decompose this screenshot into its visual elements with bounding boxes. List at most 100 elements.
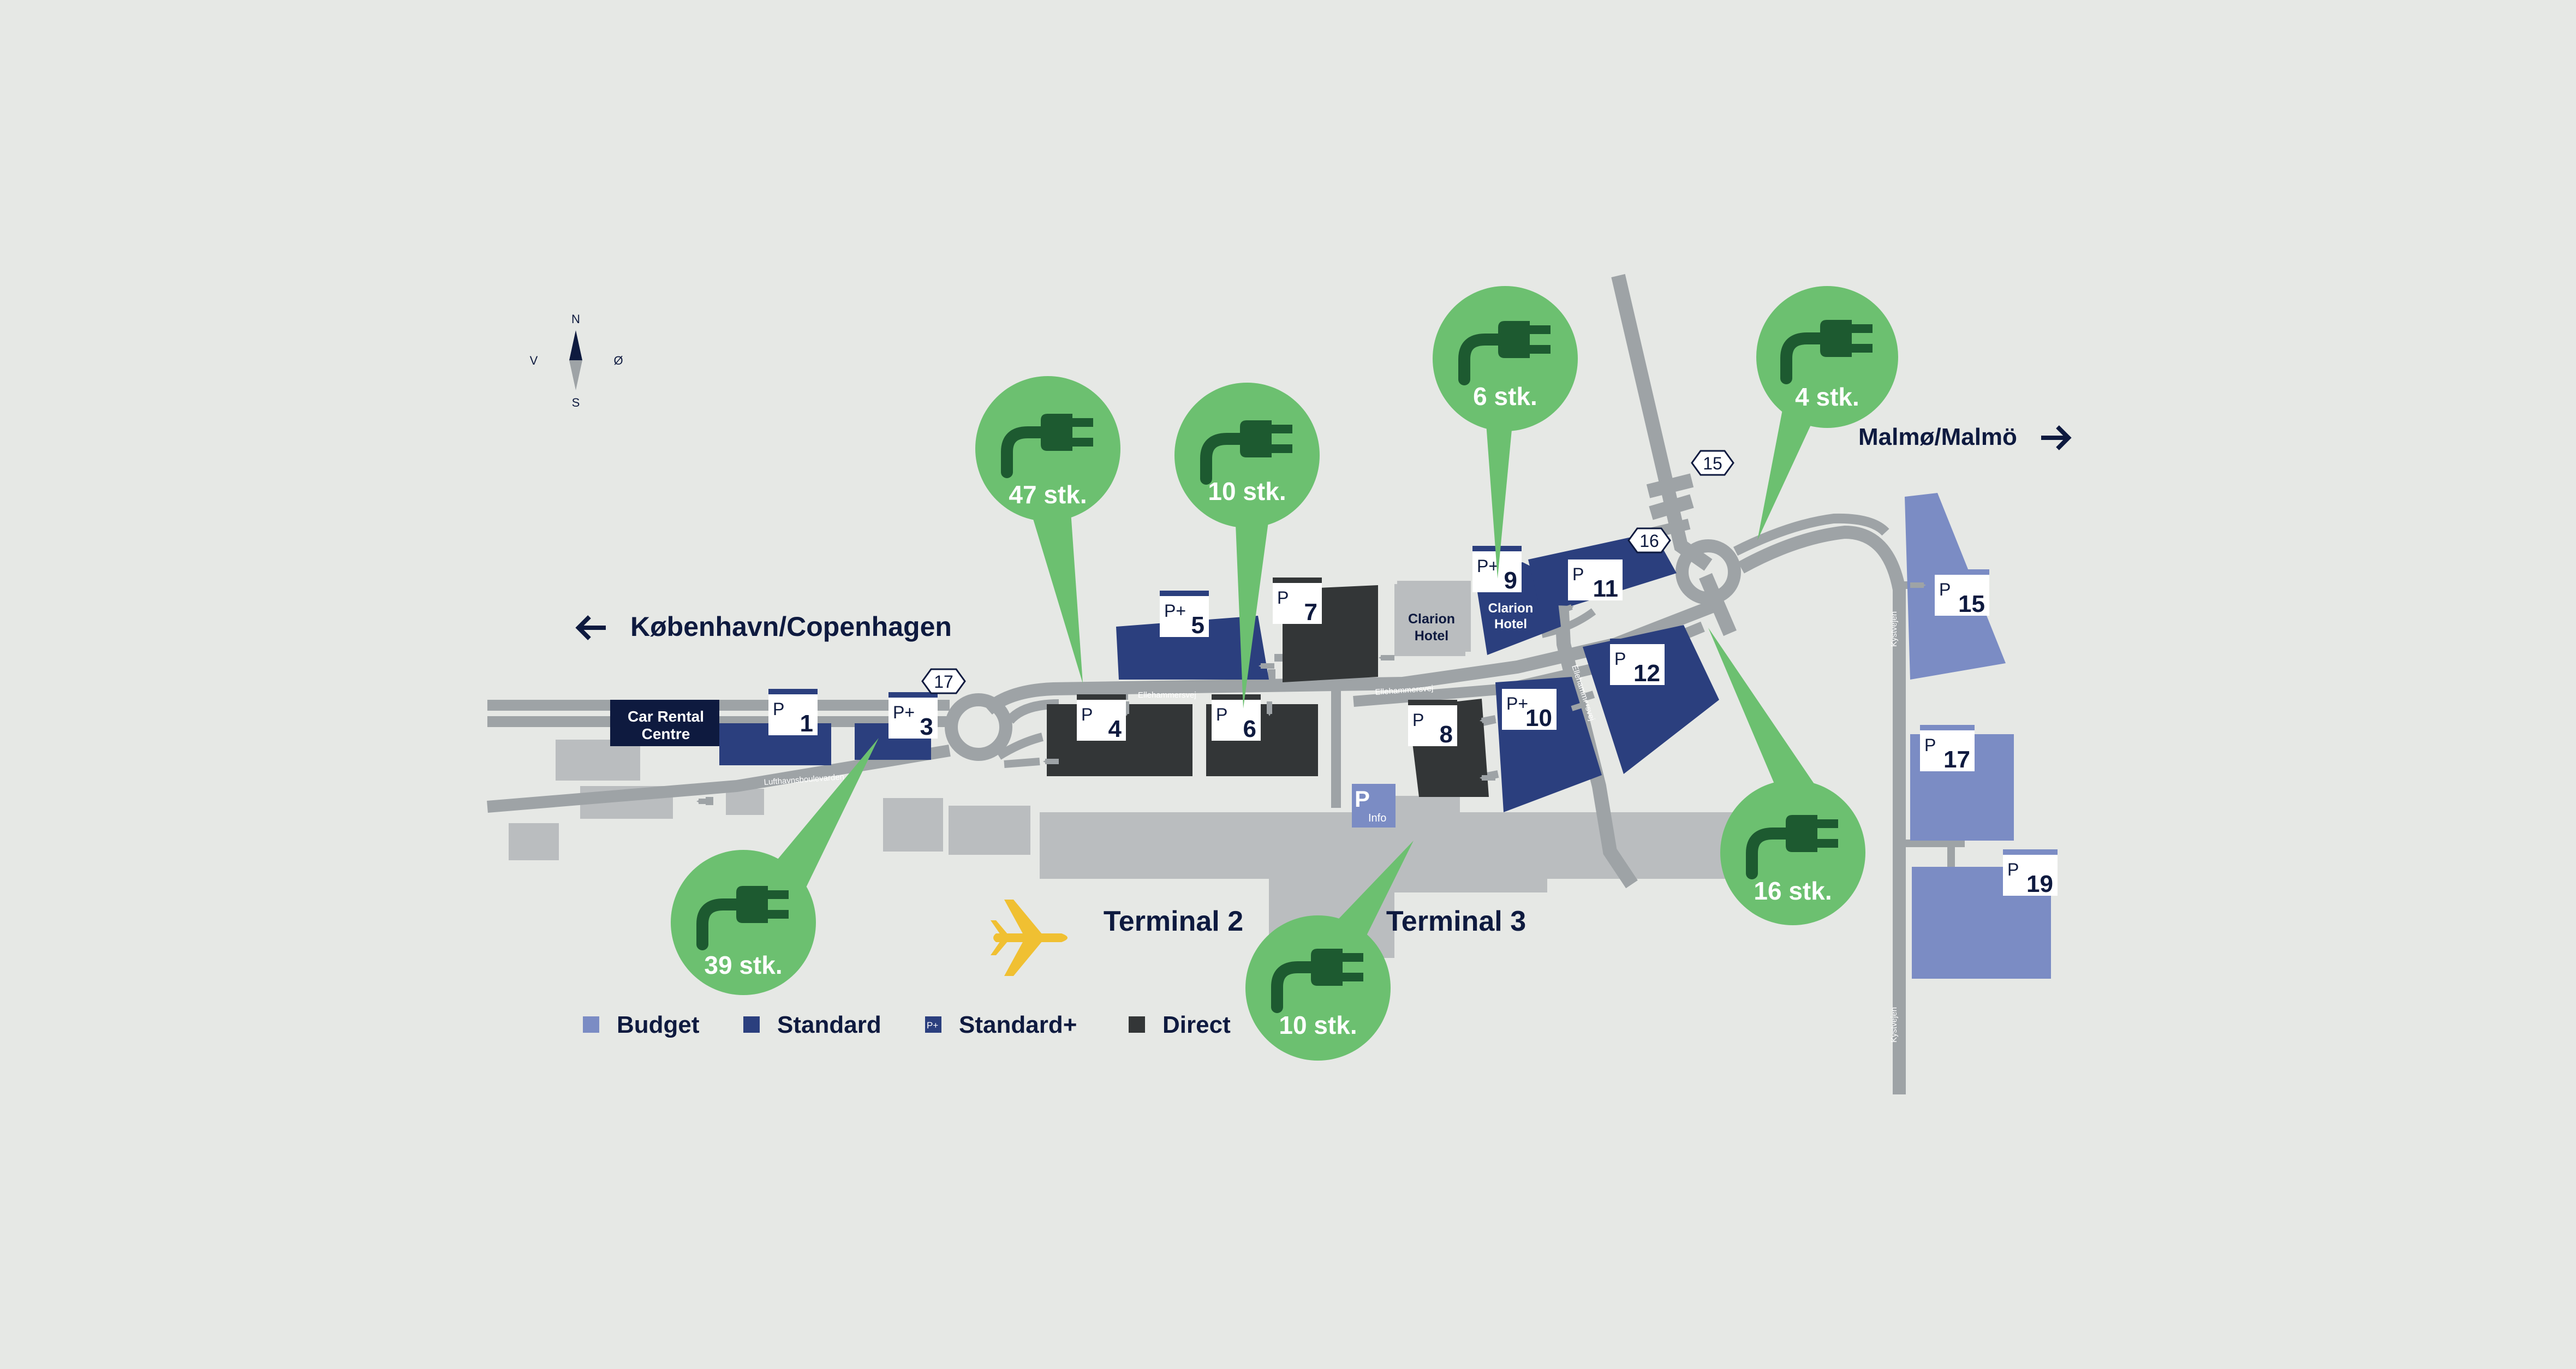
parking-sign-11[interactable]: P11 [1568,554,1623,602]
charger-p6[interactable]: 10 stk. [1174,383,1320,709]
roundabout-15 [1675,539,1741,605]
direction-copenhagen: København/Copenhagen [575,611,952,642]
route-shield-15: 15 [1691,450,1734,476]
parking-sign-number: 4 [1108,716,1122,742]
parking-sign-number: 17 [1943,746,1970,773]
legend-label: Direct [1162,1011,1231,1038]
legend-swatch-mark: P+ [927,1020,938,1031]
street-kystvejen-b: Kystvejen [1889,1007,1899,1043]
parking-sign-letter: P+ [1506,694,1528,713]
parking-sign-5[interactable]: P+5 [1160,591,1209,639]
parking-sign-number: 15 [1958,591,1985,617]
street-ellehammersvej-a: Ellehammersvej [1138,691,1196,700]
parking-sign-letter: P [1081,705,1093,724]
legend-item-standard: Standard [743,1011,881,1038]
route-shield-17: 17 [921,668,966,694]
parking-sign-number: 7 [1304,599,1317,626]
legend-swatch [743,1016,760,1033]
compass-e: Ø [613,354,623,367]
clarion-left-line2: Hotel [1415,628,1449,644]
charger-count: 10 stk. [1279,1011,1357,1039]
parking-sign-12[interactable]: P 12 [1610,639,1665,687]
legend-label: Standard+ [959,1011,1077,1038]
parking-sign-letter: P+ [1164,601,1186,621]
legend-item-direct: Direct [1129,1011,1231,1038]
parking-sign-letter: P [1572,564,1584,584]
charger-count: 16 stk. [1754,877,1832,905]
parking-sign-7[interactable]: P7 [1273,578,1322,626]
parking-sign-15[interactable]: P 15 [1935,569,1989,617]
parking-sign-number: 8 [1440,721,1453,748]
compass-n: N [571,312,580,326]
direction-malmo: Malmø/Malmö [1858,424,2072,450]
parking-sign-letter: P+ [893,703,915,722]
charger-p12[interactable]: 16 stk. [1708,628,1865,925]
car-rental-centre [610,700,719,746]
parking-sign-number: 6 [1243,716,1256,742]
parking-sign-letter: P [1939,580,1951,599]
charger-p3[interactable]: 39 stk. [671,738,879,995]
parking-info-label: Info [1368,812,1386,824]
parking-sign-19[interactable]: P19 [2003,849,2058,897]
charger-count: 47 stk. [1009,480,1087,509]
legend-item-standard-plus: P+ Standard+ [925,1011,1077,1038]
parking-sign-letter: P [1277,588,1289,608]
parking-sign-6[interactable]: P6 [1212,694,1261,742]
charger-count: 10 stk. [1208,477,1286,505]
legend-label: Standard [777,1011,881,1038]
legend-swatch [1129,1016,1145,1033]
compass: N S V Ø [530,312,623,409]
parking-sign-letter: P [1924,735,1936,755]
parking-sign-letter: P [1614,649,1626,669]
svg-text:15: 15 [1703,454,1722,473]
parking-sign-1[interactable]: P1 [768,689,818,737]
legend-label: Budget [617,1011,700,1038]
compass-s: S [572,396,580,409]
parking-sign-10[interactable]: P+10 [1502,683,1557,731]
terminal-2-label: Terminal 2 [1104,906,1243,937]
charger-count: 4 stk. [1795,383,1859,411]
parking-sign-number: 3 [920,713,933,740]
parking-sign-number: 19 [2026,871,2053,897]
parking-info[interactable]: P Info [1352,784,1396,828]
charger-p4[interactable]: 47 stk. [975,376,1120,683]
road-arrows [696,582,1926,804]
street-kystvejen-a: Kystvejen [1889,611,1899,647]
terminal-3-label: Terminal 3 [1386,906,1526,937]
parking-sign-3[interactable]: P+ 3 [889,692,938,740]
svg-text:17: 17 [934,672,953,692]
chargers: 47 stk. 10 stk. 6 stk. 4 stk. 3 9 [671,286,1898,1061]
charger-p9[interactable]: 6 stk. [1433,286,1578,579]
legend-item-budget: Budget [583,1011,700,1038]
parking-5 [1116,616,1269,680]
charger-count: 6 stk. [1473,382,1537,410]
parking-sign-letter: P [1412,710,1424,730]
route-shield-16: 16 [1627,527,1671,553]
car-rental-line1: Car Rental [628,708,704,725]
legend-swatch [925,1016,941,1033]
roundabout-17 [945,693,1012,761]
parking-sign-letter: P [773,699,784,719]
parking-sign-8[interactable]: P8 [1408,700,1457,748]
legend-swatch [583,1016,599,1033]
direction-malmo-label: Malmø/Malmö [1858,424,2017,450]
parking-sign-number: 9 [1504,567,1517,594]
parking-sign-number: 1 [800,710,813,737]
clarion-right-line1: Clarion [1488,601,1534,616]
charger-count: 39 stk. [704,951,782,979]
parking-sign-17[interactable]: P 17 [1920,725,1975,773]
legend: Budget Standard P+ Standard+ Direct [583,1011,1231,1038]
airplane-icon [991,900,1068,976]
charger-terminal-3[interactable]: 10 stk. [1245,841,1414,1061]
parking-sign-4[interactable]: P4 [1077,694,1126,742]
parking-sign-number: 12 [1633,660,1660,687]
compass-w: V [530,354,538,367]
charger-p15[interactable]: 4 stk. [1756,286,1898,540]
parking-sign-letter: P [1216,705,1227,724]
car-rental-line2: Centre [642,725,690,742]
parking-sign-number: 5 [1191,612,1204,639]
svg-text:P: P [1355,786,1370,812]
parking-sign-letter: P+ [1477,556,1499,576]
